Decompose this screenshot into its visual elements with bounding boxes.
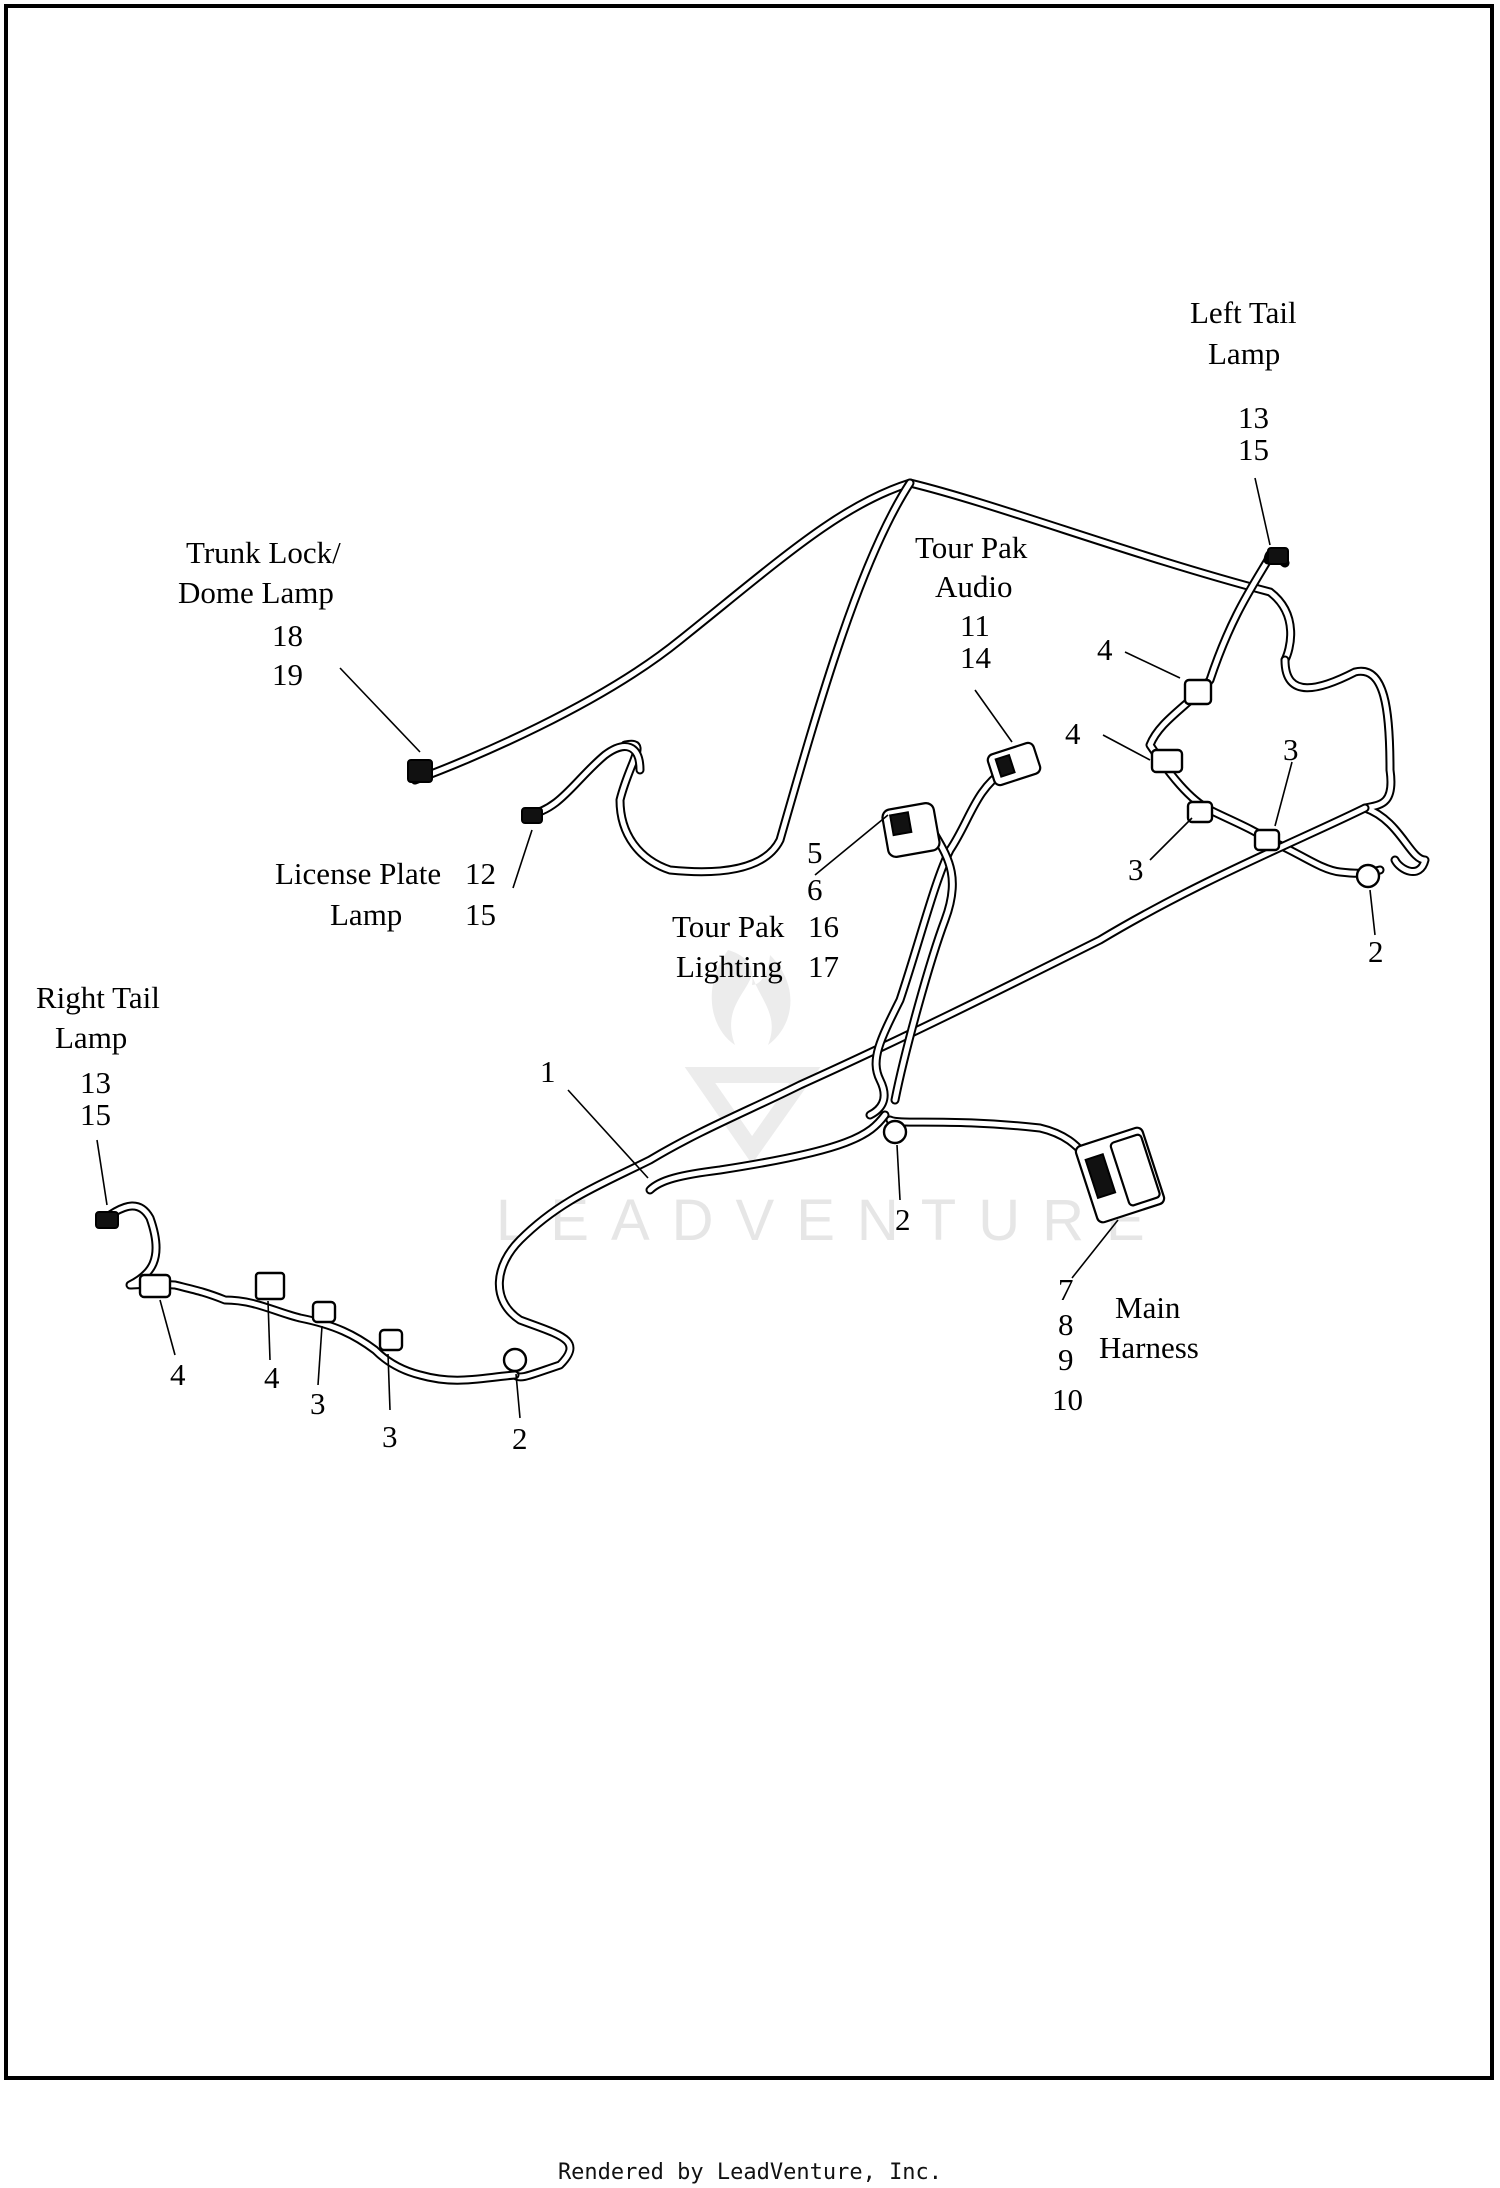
label-trunk-line2: Dome Lamp bbox=[178, 575, 334, 610]
label-main-num4: 10 bbox=[1052, 1382, 1083, 1417]
callout-2-right: 2 bbox=[1368, 934, 1384, 969]
label-left-tail-line2: Lamp bbox=[1208, 336, 1280, 371]
label-license-line1: License Plate bbox=[275, 856, 441, 891]
label-main-num2: 8 bbox=[1058, 1307, 1074, 1342]
label-right-tail-line2: Lamp bbox=[55, 1020, 127, 1055]
clip-3-left-a bbox=[311, 1300, 337, 1324]
label-tourpak-audio-num2: 14 bbox=[960, 640, 992, 675]
label-right-tail-num1: 13 bbox=[80, 1065, 111, 1100]
clip-4-left-b bbox=[254, 1271, 286, 1301]
callout-1: 1 bbox=[540, 1054, 556, 1089]
clip-3-right-a bbox=[1186, 800, 1214, 824]
leader-lines bbox=[96, 477, 1376, 1419]
diagram-frame bbox=[4, 4, 1494, 2080]
callout-4-right-b: 4 bbox=[1065, 716, 1081, 751]
label-lighting-line2: Lighting bbox=[676, 949, 783, 984]
watermark-text: LEADVENTURE bbox=[496, 1188, 1167, 1253]
callout-2-left: 2 bbox=[512, 1421, 528, 1456]
main-harness-connector bbox=[1074, 1126, 1166, 1224]
label-license-line2: Lamp bbox=[330, 897, 402, 932]
labels: Left Tail Lamp 13 15 Trunk Lock/ Dome La… bbox=[36, 295, 1384, 1456]
callout-2-center: 2 bbox=[895, 1202, 911, 1237]
label-lighting-num1: 5 bbox=[807, 835, 823, 870]
label-main-num1: 7 bbox=[1058, 1272, 1074, 1307]
callout-3-right-b: 3 bbox=[1128, 852, 1144, 887]
label-left-tail-line1: Left Tail bbox=[1190, 295, 1297, 330]
watermark-flame-icon bbox=[711, 950, 791, 1045]
callout-3-left-b: 3 bbox=[382, 1419, 398, 1454]
callout-3-left-a: 3 bbox=[310, 1386, 326, 1421]
label-trunk-line1: Trunk Lock/ bbox=[186, 535, 341, 570]
left-tail-lamp-connector bbox=[1267, 547, 1289, 565]
label-trunk-num2: 19 bbox=[272, 657, 303, 692]
label-license-num1: 12 bbox=[465, 856, 496, 891]
label-left-tail-num2: 15 bbox=[1238, 432, 1269, 467]
clip-2-center bbox=[882, 1119, 908, 1145]
callout-4-left-a: 4 bbox=[170, 1357, 186, 1392]
clip-2-left bbox=[502, 1347, 528, 1373]
clip-3-right-b bbox=[1253, 828, 1281, 852]
label-tourpak-audio-line2: Audio bbox=[935, 569, 1013, 604]
clip-4-right-a bbox=[1183, 678, 1213, 706]
tour-pak-lighting-connector bbox=[881, 802, 941, 858]
label-lighting-num3: 16 bbox=[808, 909, 839, 944]
label-tourpak-audio-line1: Tour Pak bbox=[915, 530, 1028, 565]
label-main-line1: Main bbox=[1115, 1290, 1181, 1325]
label-left-tail-num1: 13 bbox=[1238, 400, 1269, 435]
footer-credit: Rendered by LeadVenture, Inc. bbox=[557, 2160, 943, 2185]
clip-3-left-b bbox=[378, 1328, 404, 1352]
label-tourpak-audio-num1: 11 bbox=[960, 608, 990, 643]
label-license-num2: 15 bbox=[465, 897, 496, 932]
callout-3-right-a: 3 bbox=[1283, 732, 1299, 767]
label-lighting-num2: 6 bbox=[807, 872, 823, 907]
label-main-line2: Harness bbox=[1099, 1330, 1199, 1365]
label-right-tail-line1: Right Tail bbox=[36, 980, 160, 1015]
callout-4-left-b: 4 bbox=[264, 1360, 280, 1395]
right-tail-lamp-connector bbox=[95, 1211, 119, 1229]
connectors bbox=[95, 547, 1381, 1373]
label-right-tail-num2: 15 bbox=[80, 1097, 111, 1132]
watermark: LEADVENTURE bbox=[496, 950, 1167, 1253]
watermark-v-icon bbox=[684, 1067, 821, 1164]
clip-4-left-a bbox=[138, 1273, 172, 1299]
clip-4-right-b bbox=[1150, 748, 1184, 774]
tour-pak-audio-connector bbox=[986, 741, 1042, 787]
label-main-num3: 9 bbox=[1058, 1342, 1074, 1377]
callout-4-right-a: 4 bbox=[1097, 632, 1113, 667]
trunk-lock-connector bbox=[407, 759, 433, 783]
license-plate-connector bbox=[521, 807, 543, 824]
label-lighting-num4: 17 bbox=[808, 949, 839, 984]
clip-2-right bbox=[1355, 863, 1381, 889]
label-trunk-num1: 18 bbox=[272, 618, 303, 653]
label-lighting-line1: Tour Pak bbox=[672, 909, 785, 944]
